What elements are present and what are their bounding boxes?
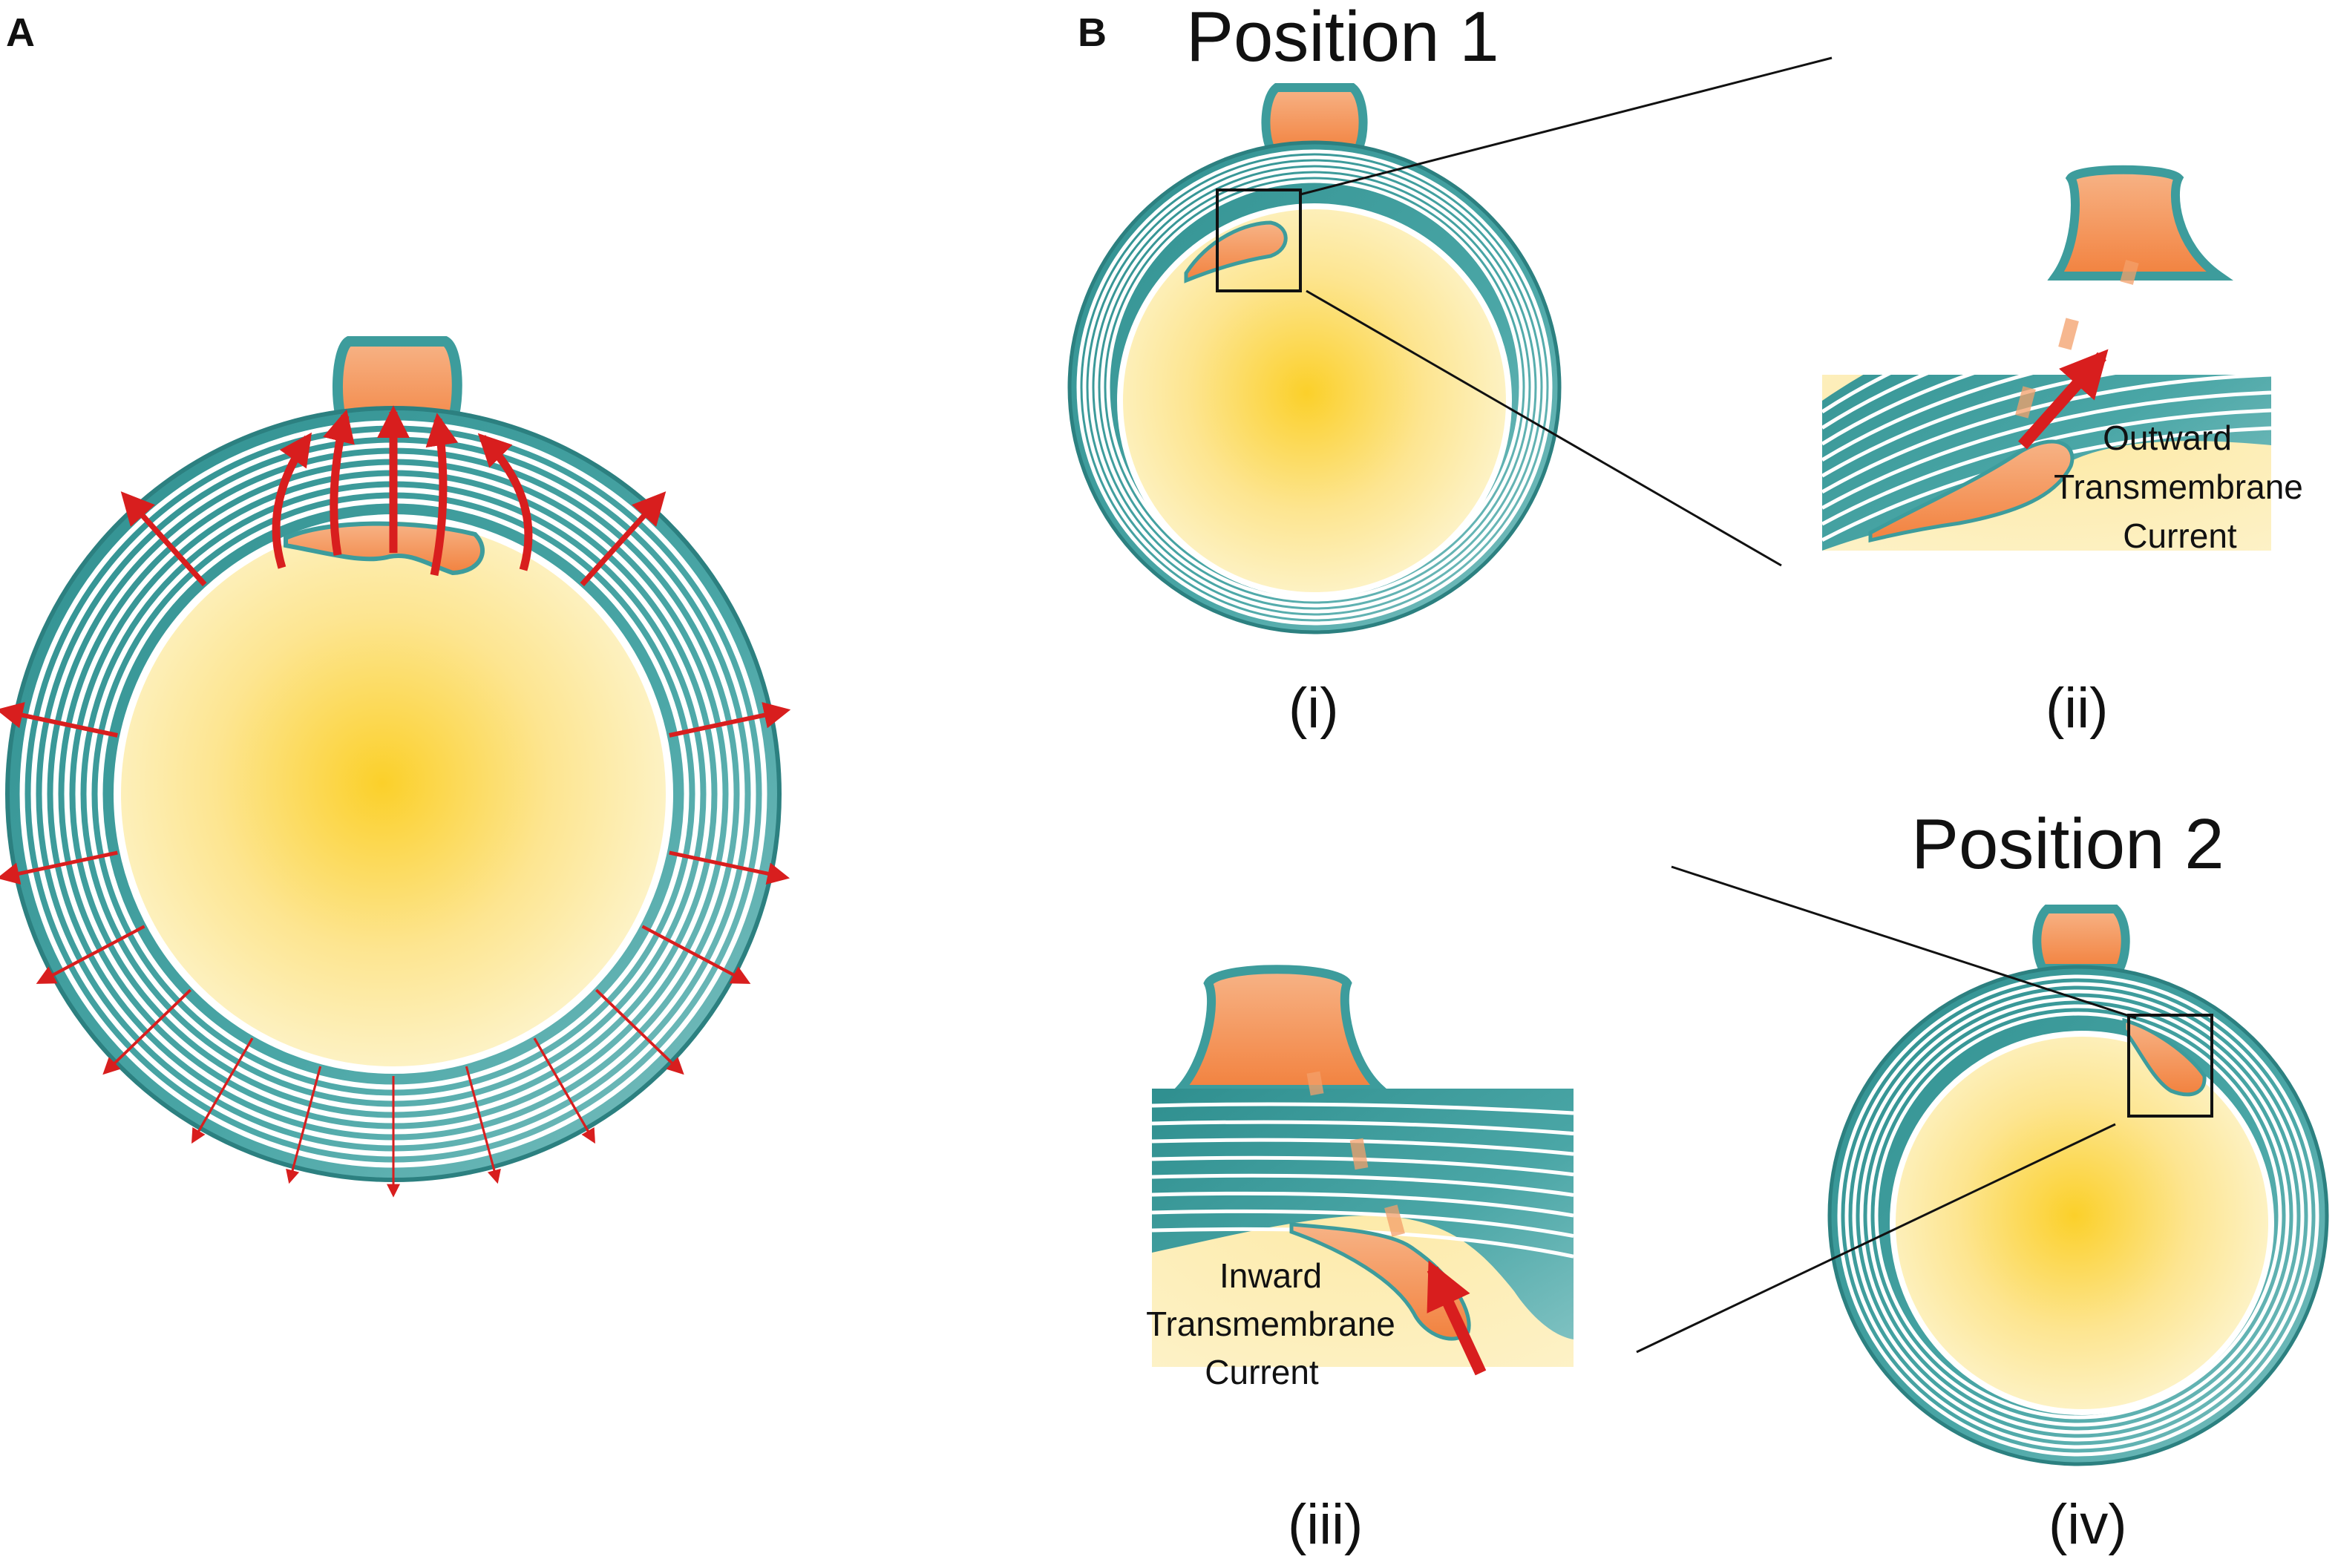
cell-body-cap: [2032, 905, 2130, 973]
lamella-ring: [1852, 989, 2305, 1442]
lamella-ring: [1837, 974, 2319, 1457]
sublabel-ii: (ii): [2046, 677, 2108, 740]
myelin-lamellae: [1076, 149, 1553, 626]
inner-cytoplasm-pocket: [1184, 220, 1288, 283]
lamella-ring: [1874, 1011, 2282, 1420]
lamella-line: [1822, 375, 2116, 478]
lamella-line: [1822, 375, 2271, 494]
position-1-title: Position 1: [1186, 0, 1499, 76]
lamella-ring: [1867, 1004, 2290, 1427]
axon-core: [1890, 1031, 2274, 1415]
current-arrow: [0, 850, 118, 885]
panel-b-ii-zoom-outward: Outward Transmembrane Current: [1822, 165, 2303, 555]
position-2-title: Position 2: [1911, 804, 2224, 884]
lamella-line: [1822, 375, 1891, 414]
sublabel-iv: (iv): [2049, 1493, 2127, 1556]
lamella-ring: [1100, 173, 1529, 602]
lamella-ring: [1844, 982, 2312, 1449]
lamella-line: [1822, 408, 2271, 526]
panel-b-iv-cross-section: [1827, 905, 2329, 1466]
inner-cytoplasm-tongue: [1868, 439, 2075, 543]
cell-body-cap: [1261, 83, 1368, 157]
inward-label-line-1: Inward: [1219, 1256, 1322, 1295]
current-arrow: [425, 413, 459, 577]
lamella-ring: [1082, 155, 1547, 620]
inner-cytoplasm-pocket: [2122, 1017, 2207, 1097]
current-arrow: [580, 491, 667, 587]
cell-body-cap: [1170, 965, 1392, 1094]
zoom-box: [2127, 1014, 2213, 1118]
lamella-line: [1152, 1155, 1574, 1177]
lamella-ring: [1076, 149, 1553, 626]
current-arrow: [0, 702, 118, 738]
current-arrow: [286, 1066, 322, 1184]
myelin-lamellae: [1152, 1102, 1574, 1259]
lamella-line: [1822, 375, 1929, 430]
lamella-line: [1822, 390, 2271, 510]
inward-label-line-3: Current: [1205, 1353, 1319, 1391]
current-arrow: [533, 1037, 595, 1144]
lamella-line: [1152, 1191, 1574, 1218]
zoom-line-lower: [1636, 1123, 2116, 1354]
lamella-line: [1152, 1102, 1574, 1115]
panel-letter-b: B: [1078, 10, 1107, 55]
current-arrow: [272, 432, 312, 569]
current-arrow: [120, 491, 207, 587]
current-arrow: [102, 988, 191, 1075]
lamella-line: [1152, 1173, 1574, 1197]
lamella-line: [1822, 375, 2034, 462]
panel-letter-a: A: [6, 10, 35, 55]
zoom-line-lower: [1306, 289, 1782, 567]
axon-core: [1117, 203, 1512, 598]
sublabel-i: (i): [1288, 677, 1339, 740]
panel-b-i-cross-section: [1067, 83, 1562, 634]
cell-body-cap: [2047, 165, 2234, 281]
zoom-box: [1216, 188, 1302, 292]
lamella-line: [1152, 1138, 1574, 1156]
lamella-line: [1152, 1209, 1574, 1239]
lamella-line: [1822, 375, 1975, 446]
current-arrow: [465, 1066, 501, 1184]
outward-current-arrow: [2018, 349, 2109, 450]
outward-label-line-3: Current: [2123, 516, 2237, 555]
current-arrows: [0, 405, 791, 1198]
current-arrow: [669, 702, 791, 738]
zoom-line-upper: [1671, 865, 2137, 1020]
cytoplasmic-channel: [1306, 1071, 1405, 1237]
inward-current-arrow: [1427, 1260, 1487, 1376]
outward-label-line-2: Transmembrane: [2054, 468, 2303, 506]
lamella-ring: [1094, 167, 1535, 608]
lamella-line: [1152, 1120, 1574, 1136]
outward-label-line-1: Outward: [2103, 419, 2232, 457]
axon-core: [114, 514, 673, 1074]
current-arrow: [477, 433, 533, 571]
panel-b-iii-zoom-inward: Inward Transmembrane Current: [1146, 965, 1574, 1391]
current-arrow: [36, 925, 145, 984]
lamella-ring: [1088, 161, 1541, 614]
current-arrow: [669, 850, 790, 885]
zoom-line-upper: [1300, 56, 1833, 196]
cytoplasmic-channel: [2015, 260, 2139, 419]
sublabel-iii: (iii): [1288, 1493, 1363, 1556]
current-arrow: [595, 988, 684, 1075]
inward-label-line-2: Transmembrane: [1146, 1305, 1395, 1343]
current-arrow: [641, 925, 751, 984]
current-arrow: [191, 1037, 254, 1144]
current-arrow: [323, 409, 355, 556]
panel-a-myelinated-axon: [0, 336, 791, 1198]
myelin-lamellae: [1837, 974, 2319, 1457]
